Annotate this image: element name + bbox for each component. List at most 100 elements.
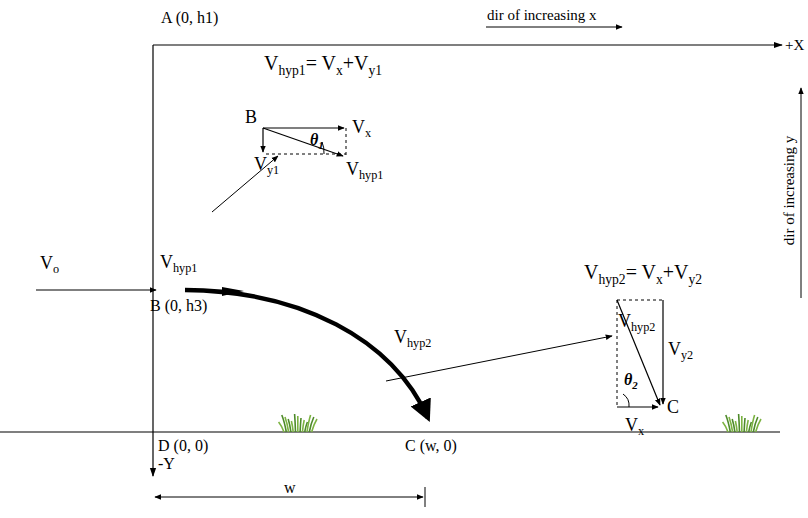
grass-blade xyxy=(738,414,741,432)
label-group: θ2 xyxy=(624,372,638,388)
dashed-line xyxy=(617,300,663,301)
text-label: = V xyxy=(306,52,336,74)
text-label: V xyxy=(264,52,278,74)
label-group: dir of increasing y xyxy=(783,135,798,245)
label-group: B xyxy=(245,108,257,126)
text-label: V xyxy=(160,252,173,272)
grass-blade xyxy=(312,419,317,432)
text-label: = V xyxy=(626,261,656,283)
text-label: B xyxy=(245,107,257,127)
text-label: V xyxy=(352,117,365,137)
text-label: +V xyxy=(663,261,689,283)
vector-vx xyxy=(263,127,344,128)
subscript-label: hyp1 xyxy=(278,63,305,78)
text-label: +X xyxy=(785,37,804,53)
direction-arrow xyxy=(486,27,622,28)
label-group: B (0, h3) xyxy=(150,298,207,314)
dashed-line xyxy=(266,154,346,155)
text-label: +V xyxy=(343,52,369,74)
angle-arc xyxy=(623,394,629,407)
subscript-label: y2 xyxy=(689,272,703,287)
text-label: V xyxy=(625,415,638,435)
subscript-label: y2 xyxy=(681,348,693,362)
text-label: w xyxy=(284,479,296,496)
text-label: C xyxy=(667,397,679,417)
grass-blade xyxy=(299,418,301,432)
vector-hyp xyxy=(263,128,343,156)
subscript-label: 1 xyxy=(318,139,323,151)
label-group: dir of increasing x xyxy=(487,8,597,23)
ground-line xyxy=(0,431,780,432)
label-group: Vhyp2 xyxy=(618,312,655,330)
label-group: Vy2 xyxy=(668,340,693,358)
trajectory-arrowhead xyxy=(222,287,244,296)
label-group: Vy1 xyxy=(254,155,279,173)
label-group: C xyxy=(667,398,679,416)
grass-blade xyxy=(746,420,748,432)
label-group: A (0, h1) xyxy=(161,10,218,26)
grass-blade xyxy=(741,416,743,432)
text-label: V xyxy=(254,154,267,174)
grass-blade xyxy=(723,422,728,432)
text-label: V xyxy=(394,327,407,347)
vector-vx xyxy=(617,406,658,407)
subscript-label: x xyxy=(638,424,644,438)
vector-vy xyxy=(662,300,663,404)
label-group: -Y xyxy=(158,456,175,472)
text-label: B (0, h3) xyxy=(150,297,207,314)
text-label: θ xyxy=(310,131,318,148)
text-label: V xyxy=(40,253,53,273)
subscript-label: hyp2 xyxy=(598,272,625,287)
grass-blade xyxy=(743,418,746,432)
grass-blade xyxy=(302,420,304,432)
label-group: w xyxy=(284,480,296,496)
y-axis xyxy=(152,45,153,476)
label-group: Vhyp1 xyxy=(160,253,197,271)
direction-arrow xyxy=(801,88,802,298)
text-label: D (0, 0) xyxy=(158,437,208,454)
grass-blade xyxy=(756,419,761,432)
label-group: Vhyp1= Vx+Vy1 xyxy=(264,53,382,73)
dimension-line xyxy=(155,497,423,498)
label-group: C (w, 0) xyxy=(405,438,457,454)
text-label: A (0, h1) xyxy=(161,9,218,26)
text-label: dir of increasing y xyxy=(782,135,798,245)
text-label: -Y xyxy=(158,455,175,472)
text-label: V xyxy=(618,311,631,331)
grass-blade xyxy=(294,414,296,432)
subscript-label: o xyxy=(53,262,59,276)
velocity-arrow xyxy=(36,289,156,290)
subscript-label: hyp1 xyxy=(173,261,197,275)
label-group: Vhyp2= Vx+Vy2 xyxy=(584,262,702,282)
subscript-label: y1 xyxy=(267,163,279,177)
x-axis xyxy=(153,44,782,45)
text-label: dir of increasing x xyxy=(487,7,597,23)
grass-blade xyxy=(732,419,735,432)
label-group: Vo xyxy=(40,254,59,272)
label-group: Vx xyxy=(625,416,644,434)
subscript-label: hyp2 xyxy=(631,320,655,334)
grass-blade xyxy=(288,419,291,432)
dashed-line xyxy=(617,300,618,407)
subscript-label: x xyxy=(365,126,371,140)
dimension-tick xyxy=(425,487,426,507)
grass-blade xyxy=(297,416,299,432)
label-group: Vhyp1 xyxy=(346,160,383,178)
subscript-label: 2 xyxy=(632,379,637,391)
dashed-line xyxy=(346,128,347,155)
grass-icon xyxy=(279,414,317,432)
label-group: Vx xyxy=(352,118,371,136)
label-group: Vhyp2 xyxy=(394,328,431,346)
text-label: V xyxy=(584,261,598,283)
subscript-label: y1 xyxy=(369,63,383,78)
text-label: θ xyxy=(624,371,632,388)
label-group: D (0, 0) xyxy=(158,438,208,454)
text-label: C (w, 0) xyxy=(405,437,457,454)
subscript-label: x xyxy=(336,63,343,78)
subscript-label: hyp1 xyxy=(359,168,383,182)
grass-blade xyxy=(279,422,284,432)
subscript-label: x xyxy=(656,272,663,287)
label-group: θ1 xyxy=(310,132,324,148)
vector-vy xyxy=(262,128,263,152)
